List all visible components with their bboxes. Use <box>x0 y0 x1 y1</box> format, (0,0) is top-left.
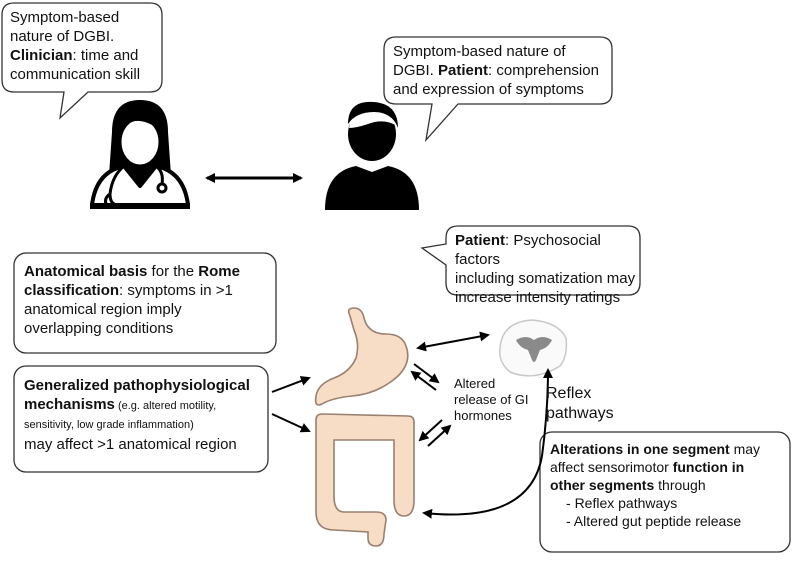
patient-callout-top-line: and expression of symptoms <box>393 81 584 98</box>
patient-icon <box>325 101 419 210</box>
function-label: function in <box>672 459 745 475</box>
arrow-to-stomach <box>271 376 311 393</box>
clinician-label: Clinician <box>10 47 73 64</box>
alterations-text: may <box>729 441 761 457</box>
reflex-label-line: pathways <box>546 405 614 422</box>
arrow-stomach-spinal <box>416 331 490 352</box>
clinician-callout: Symptom-based nature of DGBI. Clinician:… <box>10 8 160 84</box>
patient-callout-top-bubble <box>383 36 613 143</box>
spinal-cord-icon <box>498 319 568 377</box>
alterations-box-line: affect sensorimotor function in <box>550 458 786 476</box>
patient-callout-mid-text: : Psychosocial factors <box>455 232 601 268</box>
hormone-label-line: Altered <box>454 376 496 391</box>
patient-callout-top-text: DGBI. <box>393 62 434 79</box>
clinician-callout-line: Clinician: time and <box>10 46 160 65</box>
anatomical-box-line: Anatomical basis for the Rome <box>24 262 272 281</box>
mechanisms-box-border <box>13 365 269 473</box>
alterations-heading: Alterations in one segment <box>550 441 730 457</box>
anatomical-box-text: : symptoms in >1 <box>119 282 233 299</box>
patient-callout-mid-line: increase intensity ratings <box>455 289 621 306</box>
mechanisms-examples: sensitivity, low grade inflammation) <box>24 419 194 431</box>
other-segments-label: other segments <box>550 477 655 493</box>
hormone-label-line: hormones <box>454 408 512 423</box>
anatomical-basis-label: Anatomical basis <box>24 263 148 280</box>
mechanisms-box-line: may affect >1 anatomical region <box>24 436 237 453</box>
patient-label: Patient <box>455 232 506 249</box>
reflex-label-line: Reflex <box>546 385 592 402</box>
patient-callout-mid-line: including somatization may <box>455 270 636 287</box>
clinician-callout-line: Symptom-based <box>10 9 120 26</box>
patient-callout-top-line: Symptom-based nature of <box>393 43 566 60</box>
anatomical-box-line: anatomical region imply <box>24 301 182 318</box>
alterations-text: affect sensorimotor <box>550 459 673 475</box>
bullet-reflex-pathways: Reflex pathways <box>566 494 786 512</box>
hormone-label: Altered release of GI hormones <box>454 376 528 424</box>
intestine-icon <box>315 413 415 547</box>
patient-callout-mid-bubble <box>420 225 641 296</box>
hormone-label-line: release of GI <box>454 392 529 407</box>
patient-callout-top-text: : comprehension <box>488 62 599 79</box>
hormone-arrow-1 <box>413 363 440 384</box>
classification-label: classification <box>24 282 120 299</box>
alterations-box-line: other segments through <box>550 476 786 494</box>
mechanisms-examples: (e.g. altered motility, <box>114 400 217 412</box>
clinician-icon <box>90 100 190 209</box>
mechanisms-box-line: mechanisms (e.g. altered motility, <box>24 395 266 416</box>
reflex-pathway-arrow <box>422 368 553 519</box>
clinician-callout-line: nature of DGBI. <box>10 28 115 45</box>
mechanisms-box-line: Generalized pathophysiological <box>24 376 266 395</box>
anatomical-box-line: overlapping conditions <box>24 320 174 337</box>
clinician-callout-line: communication skill <box>10 66 141 83</box>
patient-callout-top-line: DGBI. Patient: comprehension <box>393 61 609 80</box>
anatomical-box-text: for the <box>147 263 199 280</box>
anatomical-box-line: classification: symptoms in >1 <box>24 281 272 300</box>
mechanisms-box: Generalized pathophysiological mechanism… <box>24 376 266 454</box>
bullet-gut-peptide-release: Altered gut peptide release <box>566 512 786 530</box>
alterations-box: Alterations in one segment may affect se… <box>550 440 786 530</box>
alterations-text: through <box>654 477 706 493</box>
hormone-arrow-2 <box>410 370 437 391</box>
arrow-to-intestine <box>271 413 311 433</box>
stomach-icon <box>314 307 409 406</box>
patient-label: Patient <box>438 62 489 79</box>
patient-callout-top: Symptom-based nature of DGBI. Patient: c… <box>393 42 609 99</box>
alterations-bullet-list: Reflex pathways Altered gut peptide rele… <box>550 494 786 530</box>
clinician-callout-bubble <box>1 2 163 120</box>
clinician-callout-text: : time and <box>72 47 139 64</box>
anatomical-box-border <box>13 252 277 354</box>
anatomical-box: Anatomical basis for the Rome classifica… <box>24 262 272 338</box>
alterations-box-line: Alterations in one segment may <box>550 440 786 458</box>
reflex-label: Reflex pathways <box>546 384 614 424</box>
patient-callout-mid: Patient: Psychosocial factors including … <box>455 231 637 307</box>
mechanisms-heading: mechanisms <box>24 396 115 413</box>
rome-label: Rome <box>198 263 240 280</box>
patient-callout-mid-line: Patient: Psychosocial factors <box>455 231 637 269</box>
mechanisms-heading: Generalized pathophysiological <box>24 377 250 394</box>
